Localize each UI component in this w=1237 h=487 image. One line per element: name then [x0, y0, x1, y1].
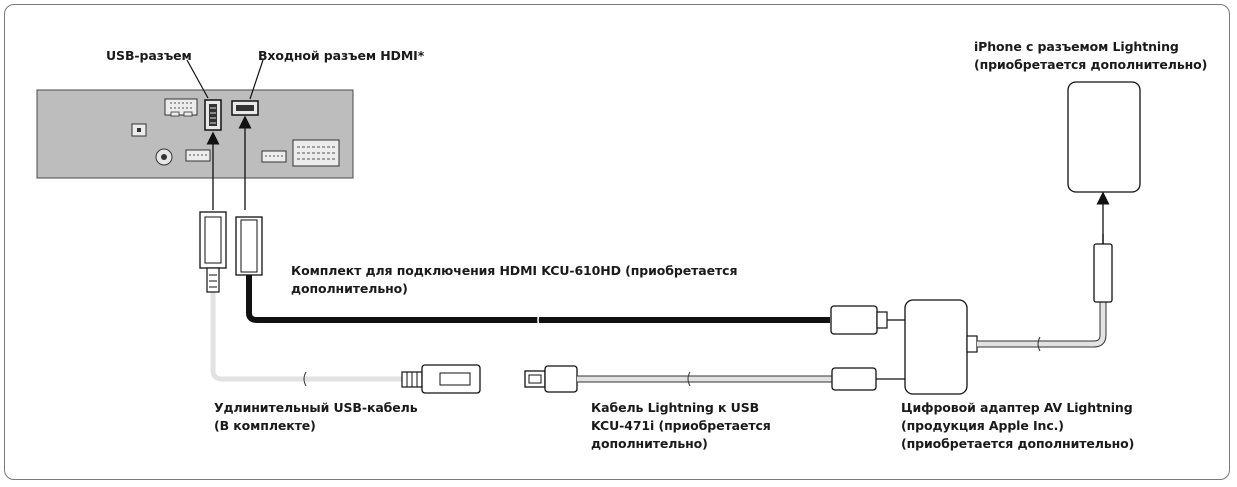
diagram-frame: [4, 4, 1230, 480]
label-hdmi-kit: Комплект для подключения HDMI KCU-610HD …: [291, 262, 737, 298]
head-unit: [36, 89, 354, 179]
antenna-jack: [155, 148, 173, 166]
label-av-adapter-line3: (приобретается дополнительно): [901, 436, 1135, 451]
label-hdmi-kit-line1: Комплект для подключения HDMI KCU-610HD …: [291, 263, 738, 278]
label-iphone: iPhone с разъемом Lightning (приобретает…: [974, 38, 1207, 74]
label-hdmi-kit-line2: дополнительно): [291, 281, 408, 296]
label-hdmi-input: Входной разъем HDMI*: [258, 48, 425, 63]
label-lightning-usb-line3: дополнительно): [591, 436, 708, 451]
label-av-adapter: Цифровой адаптер AV Lightning (продукция…: [901, 399, 1134, 453]
hdmi-cable: [235, 216, 905, 335]
label-usb-extension-line1: Удлинительный USB-кабель: [214, 400, 418, 415]
label-av-adapter-line2: (продукция Apple Inc.): [901, 418, 1064, 433]
label-usb-extension: Удлинительный USB-кабель (В комплекте): [214, 399, 418, 435]
label-lightning-usb-line2: KCU-471i (приобретается: [591, 418, 771, 433]
large-connector: [292, 139, 340, 167]
usb-port: [204, 99, 222, 131]
iphone: [1067, 81, 1141, 193]
label-usb-connector: USB-разъем: [106, 48, 192, 63]
small-connector-left: [185, 149, 211, 162]
lightning-plug: [1093, 191, 1113, 303]
label-lightning-usb: Кабель Lightning к USB KCU-471i (приобре…: [591, 399, 771, 453]
label-usb-extension-line2: (В комплекте): [214, 418, 316, 433]
label-lightning-usb-line1: Кабель Lightning к USB: [591, 400, 760, 415]
usb-port-pointer: [186, 59, 209, 99]
label-iphone-line1: iPhone с разъемом Lightning: [974, 39, 1179, 54]
usb-extension-cable: [199, 211, 481, 394]
label-iphone-line2: (приобретается дополнительно): [974, 57, 1208, 72]
lightning-usb-cable: [524, 365, 905, 393]
hdmi-port: [231, 100, 259, 116]
label-av-adapter-line1: Цифровой адаптер AV Lightning: [901, 400, 1133, 415]
head-unit-connector-block: [164, 98, 198, 117]
av-adapter: [904, 299, 1107, 395]
hdmi-port-pointer: [249, 59, 264, 100]
small-connector-right: [261, 150, 287, 163]
